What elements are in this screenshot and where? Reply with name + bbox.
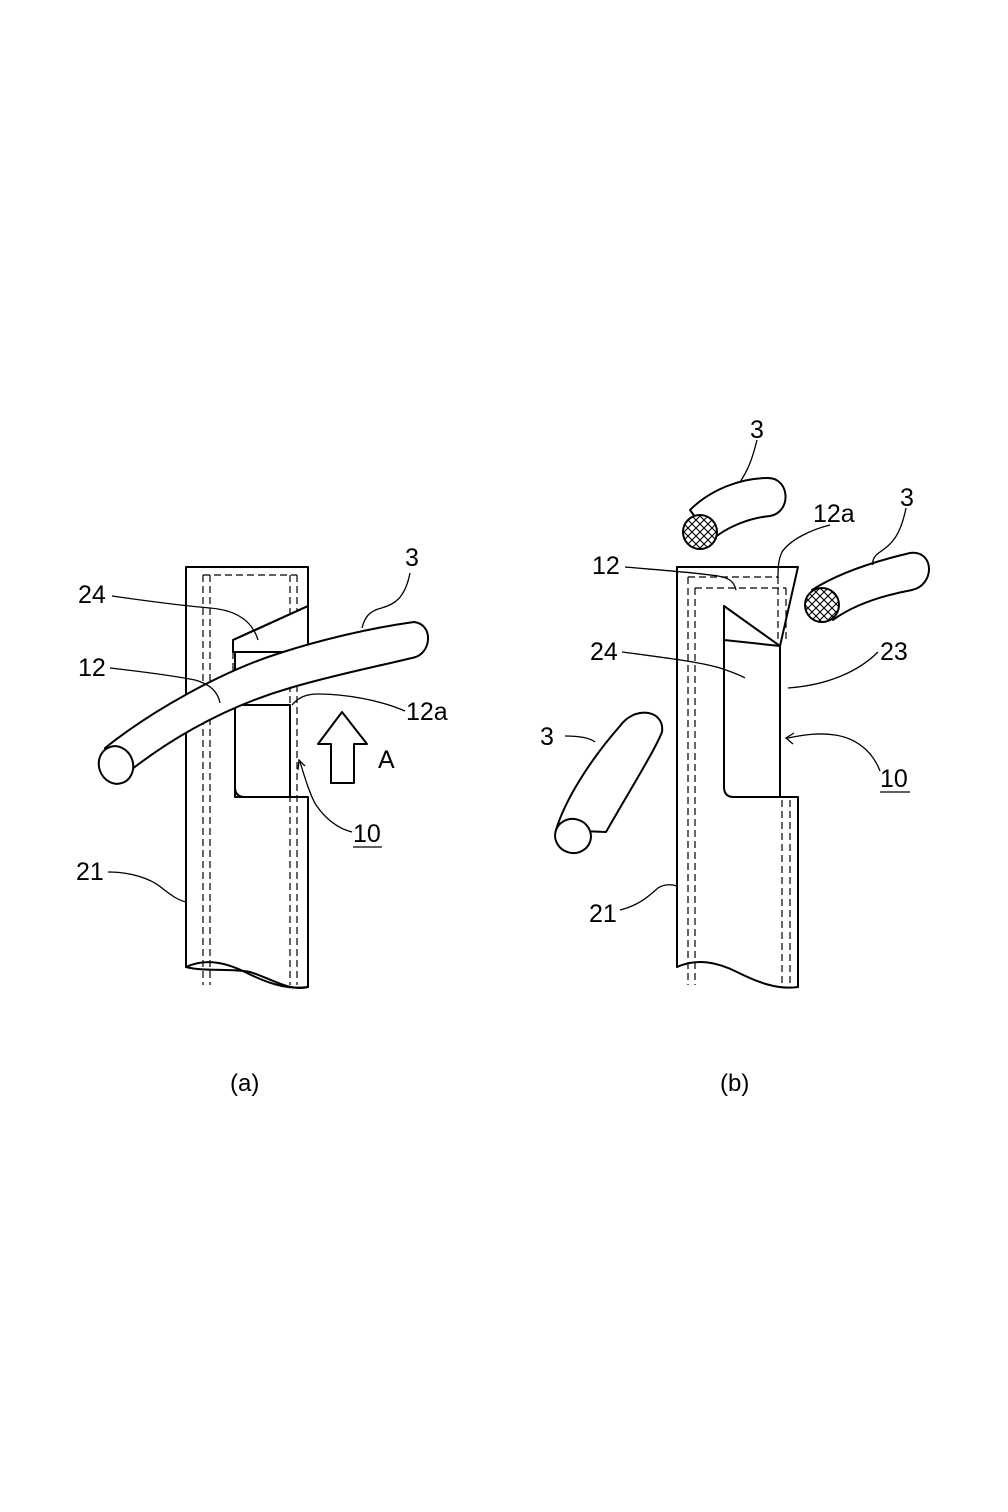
leader-23-b — [788, 652, 878, 688]
caption-b: (b) — [720, 1070, 749, 1097]
label-23-b: 23 — [880, 638, 908, 666]
label-12-b: 12 — [592, 552, 620, 580]
leader-21-a — [108, 872, 186, 902]
label-12a-a: 12a — [406, 698, 448, 726]
label-3-left-b: 3 — [540, 723, 554, 751]
claw-24-a — [233, 606, 308, 652]
arrow-a — [318, 712, 367, 783]
label-12-a: 12 — [78, 654, 106, 682]
leader-12a-a — [292, 694, 405, 711]
label-12a-b: 12a — [813, 500, 855, 528]
leader-10-b-arrowhead — [786, 733, 794, 744]
wire-3-right-section-b — [805, 588, 839, 622]
wire-3-left-b — [556, 713, 662, 832]
label-3-right-b: 3 — [900, 484, 914, 512]
figure-b: 3 3 12a 12 24 23 10 3 21 (b) — [540, 416, 929, 1097]
label-21-a: 21 — [76, 858, 104, 886]
leader-24-b — [622, 652, 745, 678]
label-10-b: 10 — [880, 765, 908, 793]
figure-a: 24 12 3 12a A 10 21 (a) — [76, 544, 448, 1097]
leader-21-b — [620, 885, 677, 910]
label-A-a: A — [378, 746, 395, 774]
slot-10-a — [235, 705, 290, 797]
leader-12a-b — [778, 525, 830, 578]
label-3-a: 3 — [405, 544, 419, 572]
leader-3-a — [362, 573, 410, 628]
leader-3-top-b — [740, 440, 757, 482]
leader-12-b — [625, 567, 736, 590]
label-24-a: 24 — [78, 581, 106, 609]
label-21-b: 21 — [589, 900, 617, 928]
wire-3-top-section-b — [683, 515, 717, 549]
leader-10-b — [787, 734, 880, 771]
claw-24-b — [724, 606, 780, 797]
label-10-a: 10 — [353, 820, 381, 848]
label-24-b: 24 — [590, 638, 618, 666]
label-3-top-b: 3 — [750, 416, 764, 444]
leader-3-left-b — [565, 736, 595, 742]
caption-a: (a) — [230, 1070, 259, 1097]
